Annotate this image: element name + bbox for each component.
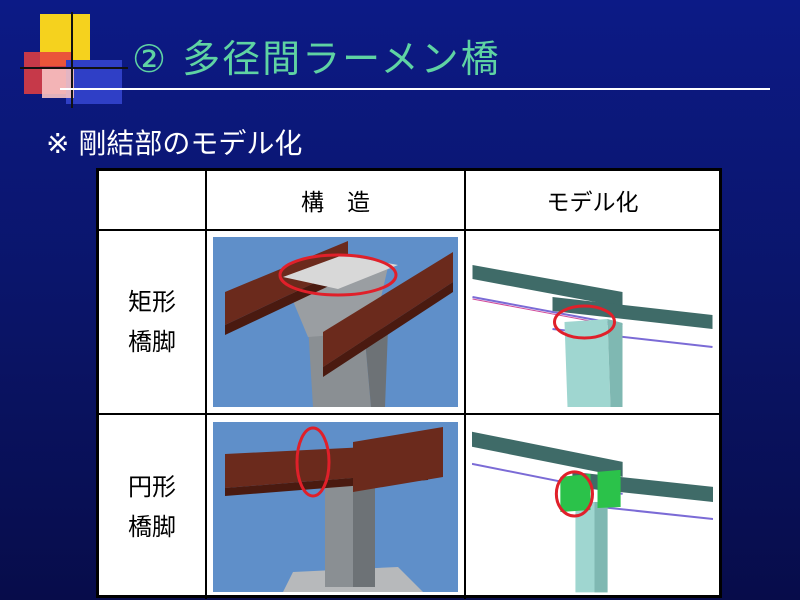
circ-pier-model-render	[472, 421, 713, 593]
rect-pier-structure-render	[213, 237, 458, 407]
row-label-line2: 橋脚	[128, 513, 176, 541]
slide-subtitle: ※ 剛結部のモデル化	[46, 127, 303, 160]
title-rule	[60, 88, 770, 90]
corner-decoration	[20, 12, 128, 108]
highlight-circle	[553, 304, 616, 340]
slide-title: ② 多径間ラーメン橋	[132, 37, 501, 81]
row-label-circ-pier: 円形 橋脚	[99, 415, 207, 599]
header-structure: 構 造	[207, 171, 466, 231]
circ-pier-structure-render	[213, 422, 458, 592]
model-image-rect	[466, 231, 719, 415]
highlight-circle	[554, 470, 595, 518]
header-modeling: モデル化	[466, 171, 719, 231]
structure-image-rect	[207, 231, 466, 415]
row-label-line1: 円形	[128, 473, 176, 501]
row-label-line1: 矩形	[128, 288, 176, 316]
model-image-circ	[466, 415, 719, 599]
comparison-table: 構 造 モデル化 矩形 橋脚	[96, 168, 722, 599]
row-label-line2: 橋脚	[128, 328, 176, 356]
highlight-circle	[278, 253, 398, 297]
row-label-rect-pier: 矩形 橋脚	[99, 231, 207, 415]
highlight-circle	[295, 426, 331, 498]
header-empty	[99, 171, 207, 231]
structure-image-circ	[207, 415, 466, 599]
rect-pier-model-render	[472, 237, 713, 407]
